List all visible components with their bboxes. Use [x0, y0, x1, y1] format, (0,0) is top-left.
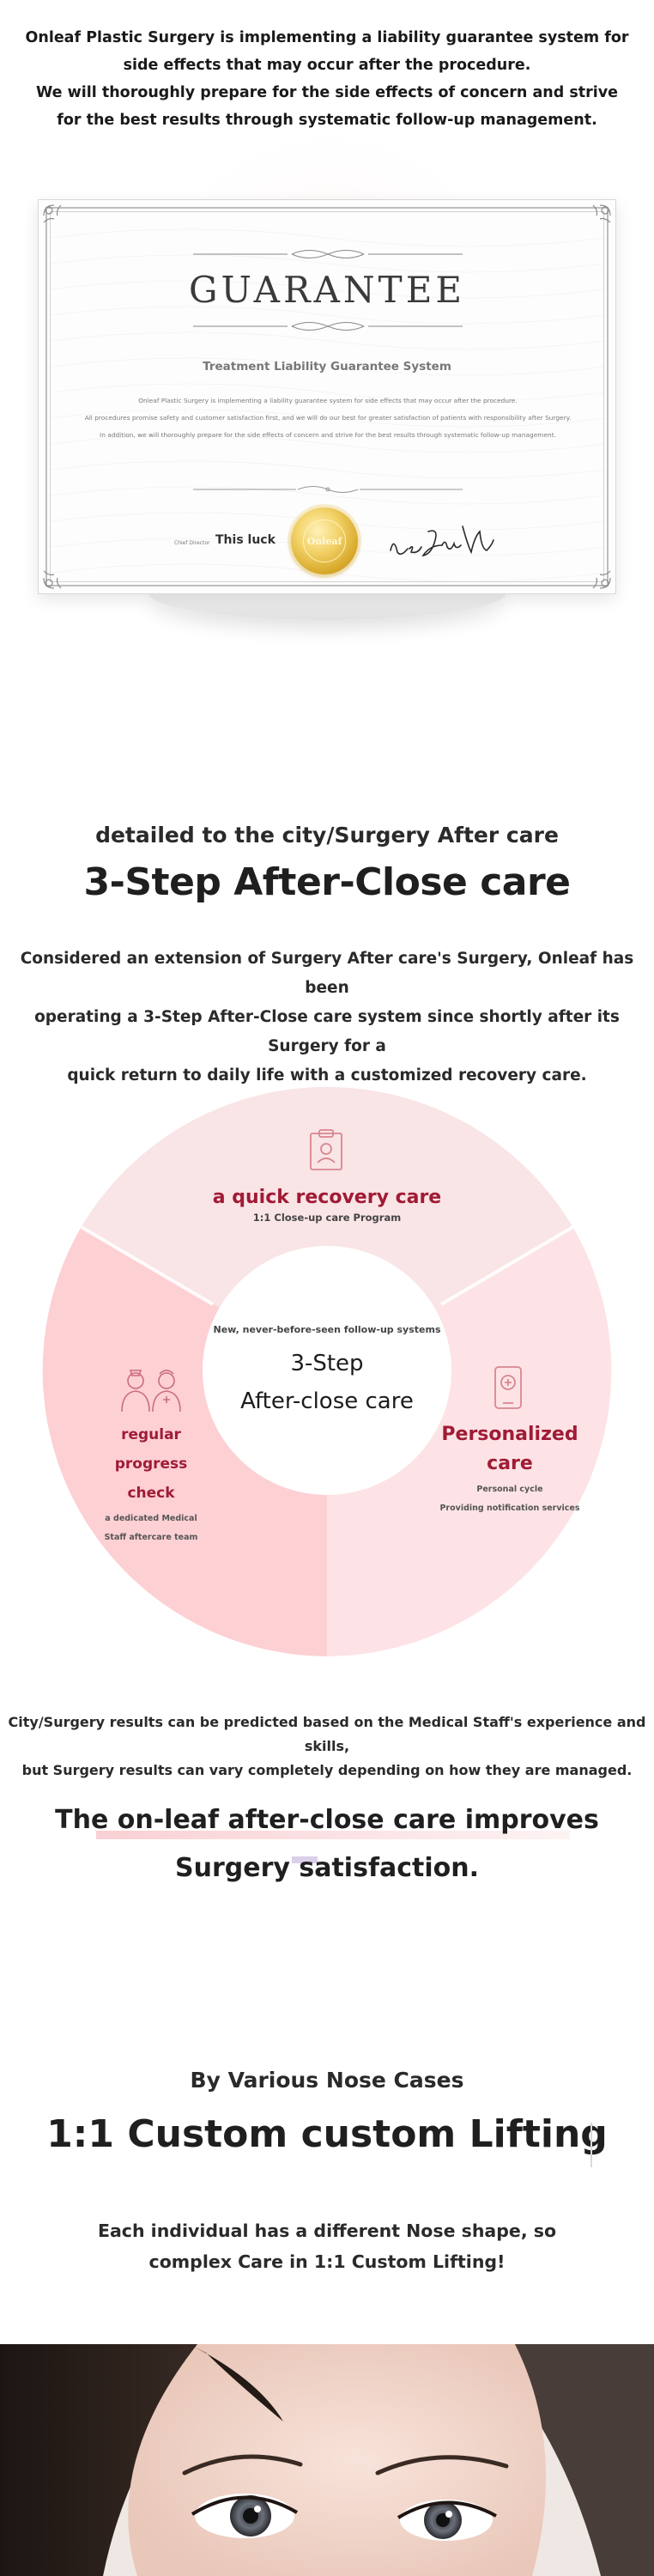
segment-title: care [487, 1453, 533, 1474]
seal-text: Onleaf [306, 535, 342, 547]
certificate-body-line: All procedures promise safety and custom… [84, 414, 572, 422]
model-face-photo [0, 2344, 654, 2576]
aftercare-subtitle: detailed to the city/Surgery After care [95, 823, 559, 848]
results-description-line: but Surgery results can vary completely … [21, 1762, 633, 1778]
intro-line: We will thoroughly prepare for the side … [35, 84, 619, 101]
wheel-center-kicker: New, never-before-seen follow-up systems [213, 1324, 441, 1335]
gold-seal-icon: Onleaf [291, 507, 358, 574]
headline-marker [292, 1856, 318, 1863]
lifting-description-line: complex Care in 1:1 Custom Lifting! [148, 2251, 506, 2272]
certificate-title: GUARANTEE [188, 269, 466, 311]
segment-subtitle: Providing notification services [439, 1504, 580, 1513]
guilloche-pattern [51, 228, 605, 582]
bottom-flourish-icon [193, 322, 463, 331]
intro-line: side effects that may occur after the pr… [123, 57, 531, 74]
signer-role: Chief Director [174, 540, 210, 546]
results-headline-line: Surgery satisfaction. [174, 1853, 480, 1883]
guarantee-certificate: GUARANTEE Treatment Liability Guarantee … [38, 199, 616, 594]
lifting-subtitle: By Various Nose Cases [190, 2068, 464, 2093]
corner-ornament-icon [43, 570, 62, 589]
results-headline: The on-leaf after-close care improves Su… [0, 1796, 654, 1893]
results-headline-line: The on-leaf after-close care improves [55, 1805, 599, 1835]
certificate-body: Onleaf Plastic Surgery is implementing a… [64, 392, 591, 444]
medical-staff-icon [121, 1370, 181, 1413]
segment-quick-recovery [81, 1086, 573, 1370]
certificate-frame [45, 207, 609, 586]
aftercare-wheel [42, 1086, 612, 1656]
results-description-line: City/Surgery results can be predicted ba… [8, 1714, 646, 1754]
segment-quick-recovery-text: a quick recovery care 1:1 Close-up care … [198, 1187, 456, 1224]
wheel-center-title-line: After-close care [240, 1388, 414, 1414]
wheel-center [203, 1246, 451, 1495]
headline-highlight [96, 1831, 570, 1839]
clipboard-icon [310, 1129, 342, 1170]
intro-line: for the best results through systematic … [57, 112, 597, 129]
handwritten-signature [390, 526, 494, 557]
signer-name: This luck [215, 533, 276, 547]
aftercare-description: Considered an extension of Surgery After… [7, 945, 647, 1091]
certificate-stand [148, 592, 506, 620]
aftercare-description-line: quick return to daily life with a custom… [67, 1066, 587, 1084]
segment-title: regular progress [114, 1426, 188, 1473]
intro-line: Onleaf Plastic Surgery is implementing a… [25, 29, 629, 46]
divider-flourish-icon [193, 486, 463, 493]
text-cursor [590, 2123, 592, 2167]
intro-text: Onleaf Plastic Surgery is implementing a… [0, 24, 654, 134]
certificate-inner-frame [50, 211, 604, 582]
corner-ornament-icon [592, 570, 611, 589]
lifting-description: Each individual has a different Nose sha… [0, 2215, 654, 2277]
segment-subtitle: Personal cycle [476, 1485, 543, 1494]
top-flourish-icon [193, 250, 463, 258]
segment-subtitle: Staff aftercare team [104, 1533, 198, 1542]
lifting-title: 1:1 Custom custom Lifting [46, 2112, 608, 2156]
wheel-center-title: 3-Step After-close care [0, 1345, 654, 1420]
wheel-center-title-line: 3-Step [290, 1351, 364, 1376]
certificate-body-line: In addition, we will thoroughly prepare … [100, 431, 556, 439]
aftercare-description-line: Considered an extension of Surgery After… [20, 950, 634, 997]
certificate-body-line: Onleaf Plastic Surgery is implementing a… [138, 397, 518, 404]
corner-ornament-icon [43, 204, 62, 223]
aftercare-title: 3-Step After-Close care [83, 860, 571, 904]
aftercare-description-line: operating a 3-Step After-Close care syst… [34, 1008, 620, 1055]
segment-subtitle: 1:1 Close-up care Program [252, 1212, 402, 1224]
lifting-description-line: Each individual has a different Nose sha… [97, 2221, 557, 2241]
segment-title: Personalized [441, 1424, 578, 1445]
results-description: City/Surgery results can be predicted ba… [0, 1710, 654, 1783]
segment-title: a quick recovery care [212, 1187, 442, 1208]
segment-subtitle: a dedicated Medical [105, 1514, 197, 1523]
segment-regular-progress-text: regular progress check a dedicated Medic… [82, 1420, 220, 1547]
certificate-subtitle: Treatment Liability Guarantee System [203, 360, 451, 374]
face-illustration [0, 2344, 654, 2576]
corner-ornament-icon [592, 204, 611, 223]
segment-personalized-care-text: Personalized care Personal cycle Providi… [407, 1420, 613, 1518]
phone-medical-icon [494, 1366, 522, 1409]
segment-title: check [127, 1485, 175, 1502]
